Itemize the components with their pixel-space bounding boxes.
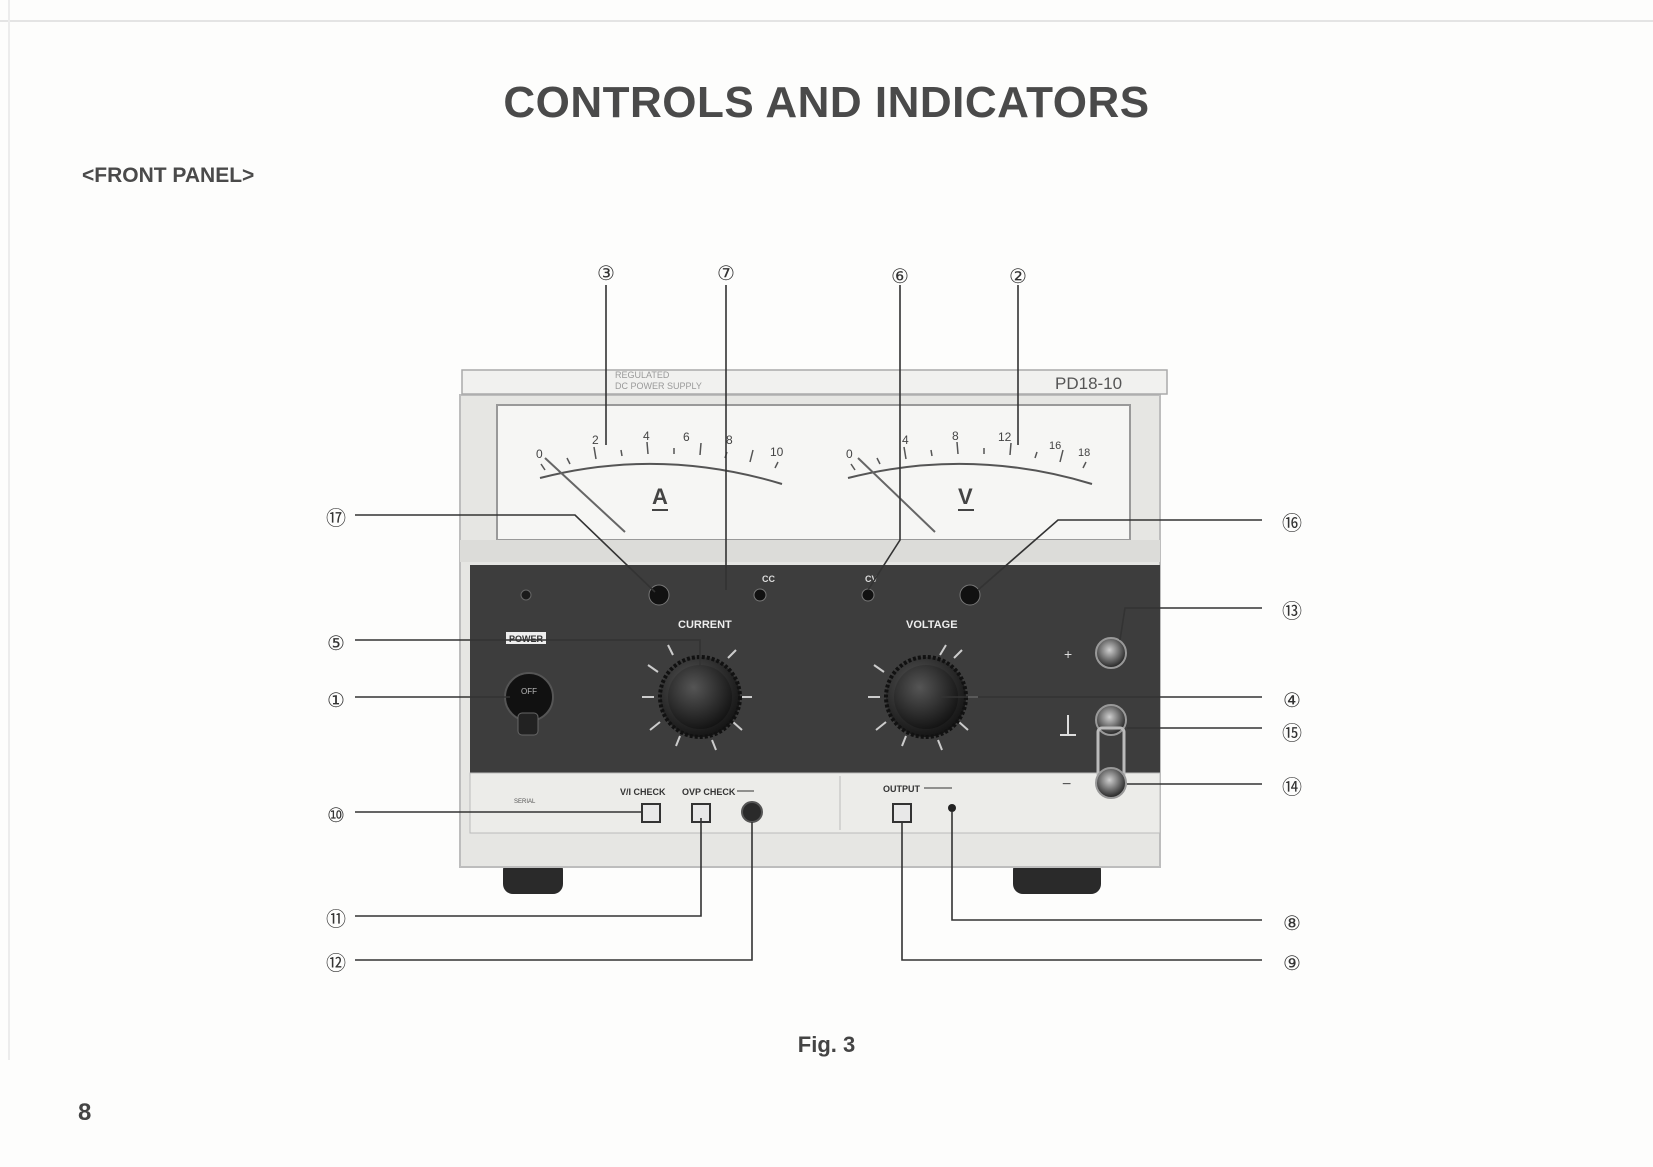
vi-check-button[interactable] xyxy=(641,803,661,823)
vi-check-label: V/I CHECK xyxy=(620,787,666,797)
minus-terminal-label: − xyxy=(1062,776,1071,793)
current-knob-ticks xyxy=(642,644,752,751)
cv-indicator-lamp xyxy=(861,588,875,602)
current-knob-cap xyxy=(668,665,732,729)
callout-3: ③ xyxy=(597,261,615,285)
callout-14: ⑭ xyxy=(1282,775,1302,799)
callout-5: ⑤ xyxy=(327,631,345,655)
page-number: 8 xyxy=(78,1099,92,1126)
output-label: OUTPUT xyxy=(883,784,921,794)
callout-17: ⑰ xyxy=(326,506,346,530)
voltage-knob-cap xyxy=(894,665,958,729)
voltmeter-scale-0: 0 xyxy=(846,447,853,461)
serial-label: SERIAL xyxy=(514,799,536,805)
plus-terminal-label: + xyxy=(1064,646,1072,662)
ovp-check-label: OVP CHECK xyxy=(682,787,736,797)
voltmeter-ticks xyxy=(850,441,1087,471)
header-text-line1: REGULATED xyxy=(615,370,670,380)
minus-output-terminal[interactable] xyxy=(1095,767,1127,799)
cv-label: CV xyxy=(865,574,878,584)
power-label: POWER xyxy=(509,634,544,644)
header-text-line2: DC POWER SUPPLY xyxy=(615,381,702,391)
voltmeter-scale-4: 4 xyxy=(902,433,909,447)
ammeter-needle xyxy=(544,457,626,533)
callout-9: ⑨ xyxy=(1283,951,1301,975)
current-label: CURRENT xyxy=(678,619,732,631)
callout-8: ⑧ xyxy=(1283,911,1301,935)
ovp-adjust[interactable] xyxy=(741,801,763,823)
meter-window xyxy=(496,404,1131,541)
ammeter-zero-adjust xyxy=(648,584,670,606)
ground-symbol-icon xyxy=(1060,715,1076,736)
power-label-box xyxy=(506,632,546,644)
callout-leaders xyxy=(355,285,1262,961)
cc-indicator-lamp xyxy=(753,588,767,602)
voltage-knob-ticks xyxy=(868,644,978,751)
callout-11: ⑪ xyxy=(326,907,346,931)
voltmeter-zero-adjust xyxy=(959,584,981,606)
voltage-label: VOLTAGE xyxy=(906,619,958,631)
page-left-rule xyxy=(8,0,10,1060)
section-heading: <FRONT PANEL> xyxy=(82,164,255,187)
figure-caption: Fig. 3 xyxy=(797,1032,856,1057)
right-foot xyxy=(1013,860,1101,894)
plus-output-terminal[interactable] xyxy=(1095,637,1127,669)
cc-label: CC xyxy=(762,574,775,584)
callout-12: ⑫ xyxy=(326,951,346,975)
callout-2: ② xyxy=(1009,264,1027,288)
output-button[interactable] xyxy=(892,803,912,823)
meter-ledge xyxy=(460,540,1160,562)
model-label: PD18-10 xyxy=(1055,374,1122,393)
lower-strip xyxy=(469,772,1161,834)
power-off-label: OFF xyxy=(521,687,537,696)
control-panel xyxy=(470,565,1160,773)
callout-16: ⑯ xyxy=(1282,511,1302,535)
ammeter-scale-10: 10 xyxy=(770,445,784,459)
ground-terminal[interactable] xyxy=(1095,704,1127,736)
callout-numbers: ③ ⑦ ⑥ ② ⑰ ⑯ ⑤ ① ⑬ ④ ⑮ ⑭ ⑩ ⑪ ⑫ ⑧ ⑨ xyxy=(326,261,1302,975)
voltmeter-scale-16: 16 xyxy=(1049,440,1061,452)
voltmeter-scale-8: 8 xyxy=(952,429,959,443)
page-title: CONTROLS AND INDICATORS xyxy=(503,78,1150,127)
ammeter-scale-6: 6 xyxy=(683,430,690,444)
callout-10: ⑩ xyxy=(327,803,345,827)
ammeter-scale-0: 0 xyxy=(536,447,543,461)
callout-15: ⑮ xyxy=(1282,721,1302,745)
voltmeter-scale-12: 12 xyxy=(998,430,1012,444)
callout-13: ⑬ xyxy=(1282,599,1302,623)
small-indicator-lamp xyxy=(520,589,532,601)
top-strip xyxy=(461,369,1168,395)
ammeter-scale-8: 8 xyxy=(726,433,733,447)
ammeter-scale-4: 4 xyxy=(643,429,650,443)
page-top-rule xyxy=(0,20,1653,22)
callout-6: ⑥ xyxy=(891,264,909,288)
voltmeter-needle xyxy=(857,457,936,533)
power-switch-lever xyxy=(517,712,539,736)
callout-4: ④ xyxy=(1283,688,1301,712)
ammeter-scale-arc xyxy=(539,462,783,485)
ammeter-scale-2: 2 xyxy=(592,433,599,447)
ammeter-unit: A xyxy=(652,484,668,509)
callout-1: ① xyxy=(327,688,345,712)
voltmeter-unit: V xyxy=(958,484,973,509)
voltmeter-scale-18: 18 xyxy=(1078,447,1090,459)
voltmeter-scale-arc xyxy=(847,462,1093,485)
callout-7: ⑦ xyxy=(717,261,735,285)
left-foot xyxy=(503,860,563,894)
output-indicator-lamp xyxy=(948,804,956,812)
